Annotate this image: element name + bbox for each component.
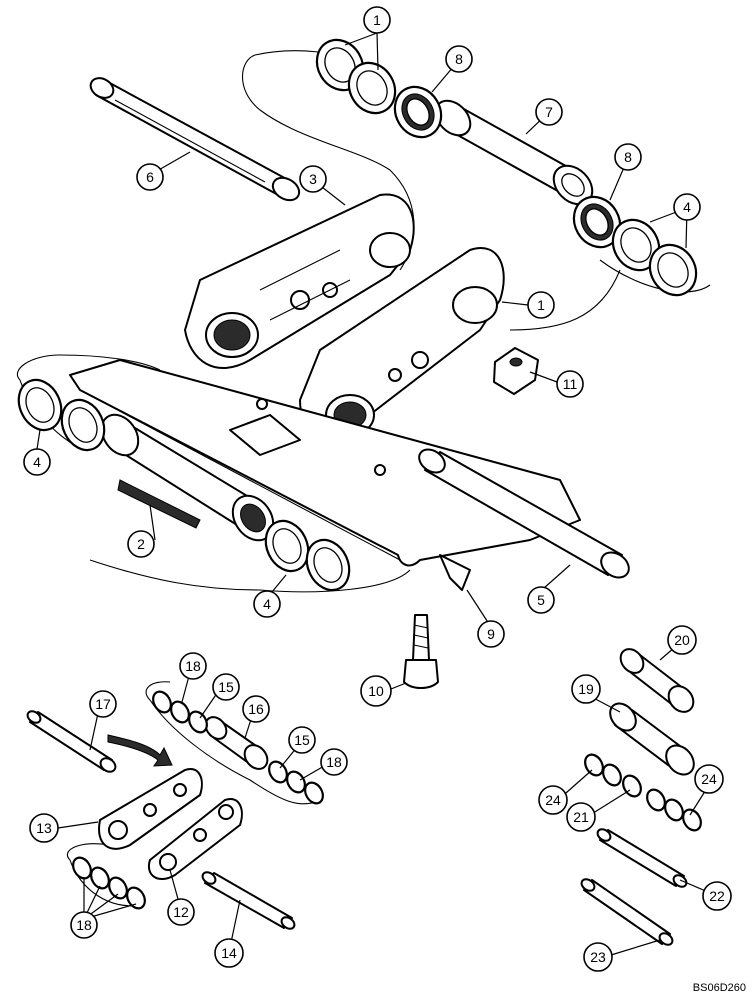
sub-assembly-lower-left [26,681,324,930]
bolt-10 [403,614,439,689]
callout: 13 [29,813,59,843]
callout: 23 [583,942,613,972]
shoe-plate-9 [69,359,581,591]
callout: 12 [167,898,195,926]
callout-number: 3 [309,171,317,187]
callout-number: 19 [578,681,594,697]
callout-number: 22 [709,888,725,904]
callout: 8 [614,143,642,171]
callout-number: 4 [263,596,271,612]
nut-11 [493,347,539,395]
callout-number: 5 [537,592,545,608]
callout: 5 [527,586,555,614]
callout-number: 20 [674,632,690,648]
callout-number: 11 [563,376,578,392]
callout-number: 12 [173,904,189,920]
callout: 19 [571,674,601,704]
callout: 18 [320,748,348,776]
callout-number: 17 [95,696,111,712]
callout-number: 24 [545,792,561,808]
callout: 6 [136,163,164,191]
callout-number: 1 [537,297,545,313]
callout: 11 [556,370,584,398]
callout-number: 15 [294,732,310,748]
pin-5 [418,448,630,579]
callout: 15 [288,726,316,754]
bushing-7 [434,99,594,206]
callout-number: 14 [221,945,237,961]
callout-number: 8 [455,51,463,67]
callout: 8 [445,45,473,73]
callout-number: 15 [218,679,234,695]
callout: 4 [673,193,701,221]
callout-number: 2 [137,536,145,552]
callout-number: 9 [487,626,495,642]
callout-number: 1 [373,12,381,28]
callout: 18 [179,652,207,680]
callout: 17 [89,690,117,718]
callout-number: 18 [185,658,201,674]
callout-number: 7 [545,104,553,120]
seal-ring-group-lower [17,378,351,592]
callout: 7 [535,98,563,126]
callout: 16 [242,695,270,723]
callout-number: 10 [368,683,384,699]
callout-number: 8 [624,149,632,165]
callout: 2 [127,530,155,558]
callout: 4 [23,448,51,476]
callout-number: 18 [76,917,92,933]
callout: 10 [360,675,392,707]
callout: 1 [363,6,391,34]
callout-number: 21 [573,809,589,825]
callout: 20 [667,625,697,655]
callout: 22 [702,881,732,911]
bushing-3 [100,413,275,542]
callout-number: 13 [36,820,52,836]
callout-number: 4 [683,199,691,215]
callout: 18 [70,911,98,939]
callout: 24 [538,785,568,815]
seal-ring-group-upper [315,38,698,297]
callout-number: 24 [701,771,717,787]
callout-number: 23 [590,949,606,965]
callout: 3 [299,165,327,193]
callout: 14 [214,938,244,968]
callout: 9 [477,620,505,648]
callout: 21 [566,802,596,832]
callout-number: 4 [33,454,41,470]
callout: 15 [212,673,240,701]
callout-number: 6 [146,169,154,185]
link-2 [184,193,415,370]
callout: 4 [253,590,281,618]
figure-code: BS06D260 [692,982,746,994]
callout-number: 16 [248,701,264,717]
callout: 1 [527,291,555,319]
callout-number: 18 [326,754,342,770]
pin-6 [89,77,301,202]
sub-assembly-lower-right [580,648,702,946]
callout: 24 [694,764,724,794]
